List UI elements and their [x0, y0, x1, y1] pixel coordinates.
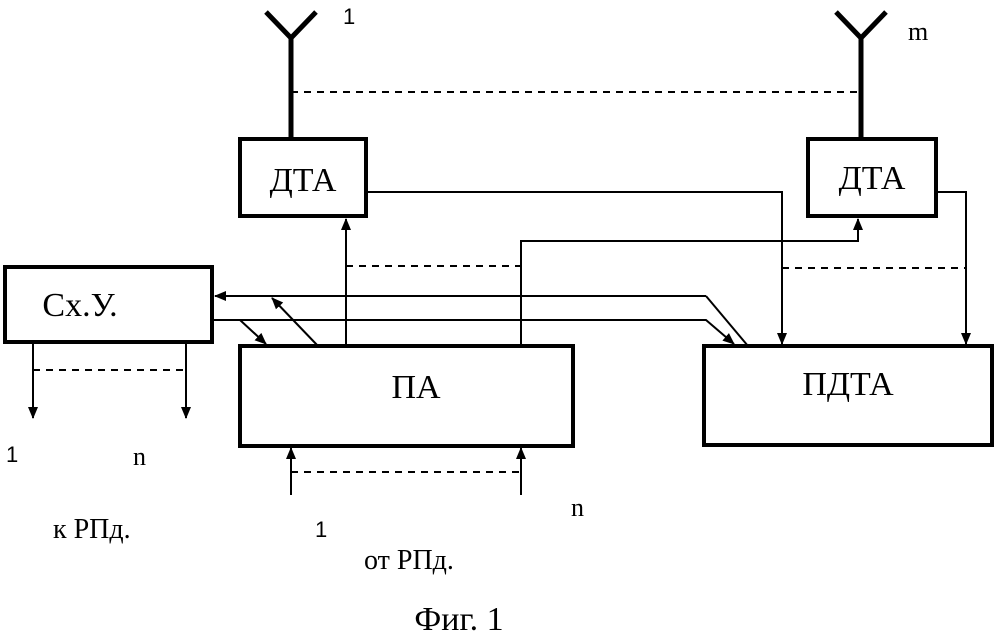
antenna-first-number: 1	[343, 4, 355, 29]
antenna-m	[836, 12, 886, 138]
output-last-number: n	[133, 442, 146, 471]
antenna-1	[266, 12, 316, 138]
control-to-pdta-line	[240, 320, 734, 344]
output-caption: к РПд.	[53, 514, 131, 545]
dta-m-label: ДТА	[839, 160, 906, 197]
control-label: Сх.У.	[42, 287, 117, 324]
control-to-pa-line	[212, 320, 266, 344]
pa-diag-up	[272, 298, 318, 346]
dta-1-label: ДТА	[270, 162, 337, 199]
input-first-number: 1	[315, 517, 327, 542]
dta1-to-pdta-line	[366, 192, 782, 344]
input-caption: от РПд.	[364, 545, 454, 576]
pdta-label: ПДТА	[802, 366, 894, 403]
input-last-number: n	[571, 493, 584, 522]
pa-label: ПА	[391, 369, 441, 406]
pa-to-dtam-line	[521, 219, 858, 346]
figure-caption: Фиг. 1	[414, 601, 503, 638]
output-first-number: 1	[6, 442, 18, 467]
antenna-last-number: m	[908, 17, 928, 46]
